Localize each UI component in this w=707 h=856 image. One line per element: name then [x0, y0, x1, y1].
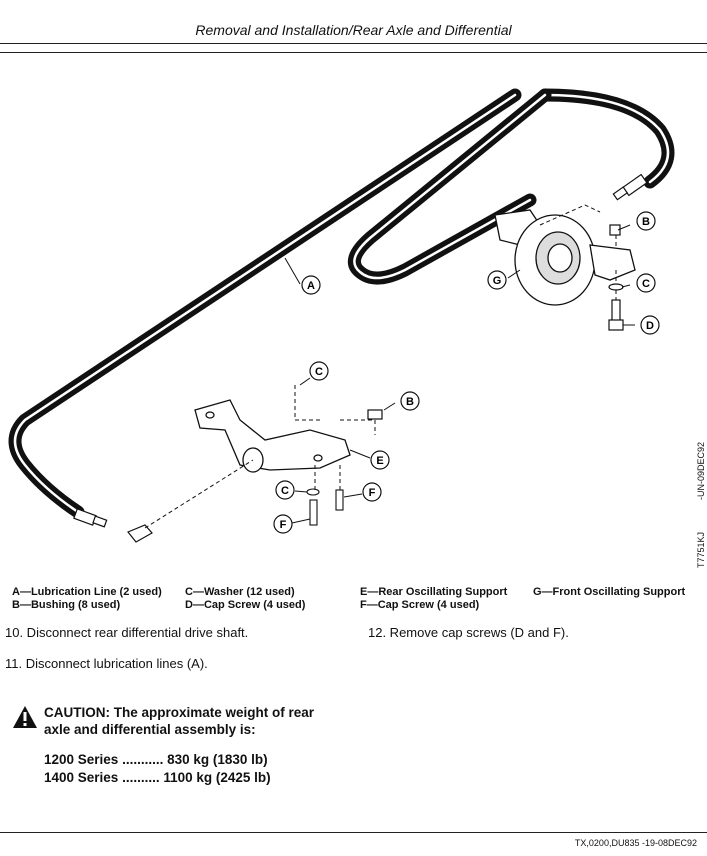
callout-c-lower: C	[281, 485, 289, 497]
callout-b-lower: B	[406, 396, 414, 408]
legend-item-d: D—Cap Screw (4 used)	[185, 599, 306, 611]
caution-warning-icon	[13, 706, 37, 728]
elbow-fitting	[127, 524, 153, 543]
washer-c-upper	[608, 283, 624, 291]
figure-side-code-2: -UN-09DEC92	[696, 441, 706, 500]
legend-column-2: C—Washer (12 used) D—Cap Screw (4 used)	[185, 586, 305, 612]
callouts	[273, 211, 660, 534]
alignment-guides	[144, 204, 617, 529]
header-rule-top	[0, 43, 707, 44]
spec-1400-series: 1400 Series .......... 1100 kg (2425 lb)	[44, 770, 271, 785]
page-header-title: Removal and Installation/Rear Axle and D…	[195, 22, 512, 38]
front-oscillating-support	[494, 209, 636, 306]
legend-item-g: G—Front Oscillating Support	[533, 586, 686, 598]
callout-e: E	[376, 455, 383, 467]
legend-item-b: B—Bushing (8 used)	[12, 599, 121, 611]
lubrication-line	[8, 88, 675, 519]
callout-f-left: F	[280, 519, 287, 531]
legend-item-c: C—Washer (12 used)	[185, 586, 295, 598]
step-10: 10. Disconnect rear differential drive s…	[5, 625, 249, 640]
header-rule-bottom	[0, 52, 707, 53]
callout-a: A	[307, 280, 315, 292]
legend-column-4: G—Front Oscillating Support	[533, 586, 685, 599]
legend-item-f: F—Cap Screw (4 used)	[360, 599, 480, 611]
figure-side-code-1: T7751KJ	[696, 531, 706, 568]
cap-screw-d	[608, 299, 624, 331]
callout-d: D	[646, 320, 654, 332]
callout-b-upper: B	[642, 216, 650, 228]
bushing-b-upper	[609, 224, 621, 236]
legend-column-1: A—Lubrication Line (2 used) B—Bushing (8…	[12, 586, 162, 612]
callout-f-right: F	[369, 487, 376, 499]
line-fitting-lower	[73, 508, 108, 528]
footer-rule	[0, 832, 707, 833]
callout-g: G	[493, 275, 502, 287]
legend-item-e: E—Rear Oscillating Support	[360, 586, 508, 598]
footer-code: TX,0200,DU835 -19-08DEC92	[574, 838, 697, 848]
callout-c-upper: C	[642, 278, 650, 290]
spec-1200-series: 1200 Series ........... 830 kg (1830 lb)	[44, 752, 268, 767]
legend-column-3: E—Rear Oscillating Support F—Cap Screw (…	[360, 586, 507, 612]
rear-oscillating-support	[194, 399, 351, 473]
callout-c-top: C	[315, 366, 323, 378]
step-12: 12. Remove cap screws (D and F).	[368, 625, 569, 640]
line-fitting-upper	[612, 173, 648, 201]
legend-item-a: A—Lubrication Line (2 used)	[12, 586, 162, 598]
bushing-b-lower	[367, 409, 383, 420]
callout-leaders	[284, 224, 635, 524]
exploded-view-illustration: A B G C D C B E C F F	[8, 88, 675, 543]
step-11: 11. Disconnect lubrication lines (A).	[5, 656, 208, 671]
washer-c-lower	[306, 488, 320, 496]
caution-text: CAUTION: The approximate weight of rear …	[44, 705, 315, 737]
